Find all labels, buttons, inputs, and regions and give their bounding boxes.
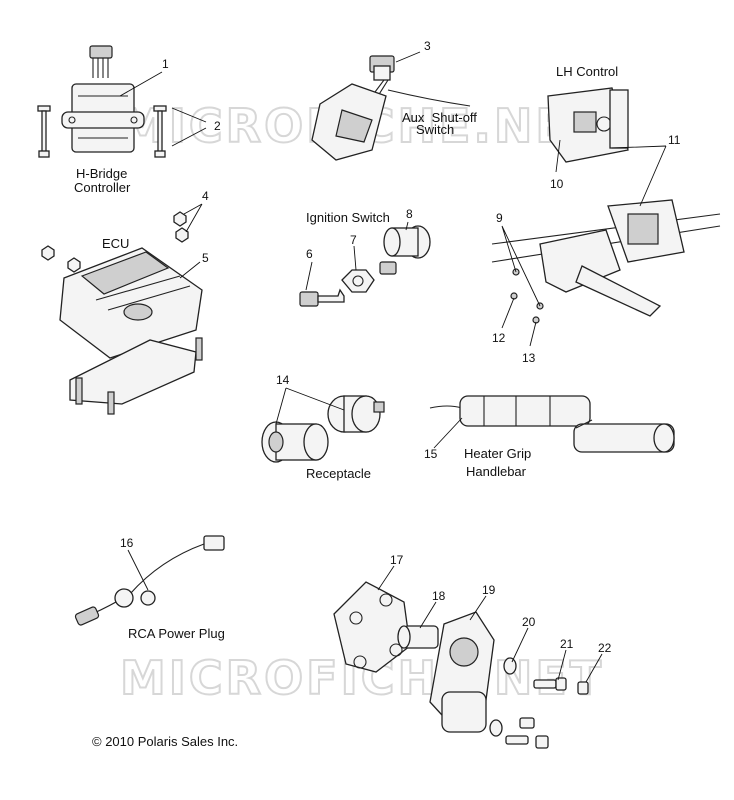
label-receptacle: Receptacle	[306, 466, 371, 481]
callout-20: 20	[522, 615, 536, 629]
callout-13: 13	[522, 351, 536, 365]
label-aux-shutoff-line1: Aux Shut-off	[402, 110, 477, 125]
receptacle	[261, 395, 385, 463]
callout-2: 2	[214, 119, 221, 133]
label-ecu: ECU	[102, 236, 129, 251]
callout-6: 6	[306, 247, 313, 261]
callout-1: 1	[162, 57, 169, 71]
callout-14: 14	[276, 373, 290, 387]
callout-19: 19	[482, 583, 496, 597]
lh-control	[547, 87, 629, 163]
label-rca-power-plug: RCA Power Plug	[128, 626, 225, 641]
label-aux-shutoff-line2: Switch	[416, 122, 454, 137]
nuts	[41, 211, 189, 273]
callout-16: 16	[120, 536, 134, 550]
motor	[429, 611, 495, 733]
callout-7: 7	[350, 233, 357, 247]
label-heater-grip-line2: Handlebar	[466, 464, 527, 479]
callout-15: 15	[424, 447, 438, 461]
motor-shaft	[397, 625, 439, 649]
callout-3: 3	[424, 39, 431, 53]
label-h-bridge-line2: Controller	[74, 180, 131, 195]
ignition-key	[299, 288, 345, 307]
callout-5: 5	[202, 251, 209, 265]
callout-18: 18	[432, 589, 446, 603]
ecu	[59, 247, 203, 415]
callout-12: 12	[492, 331, 506, 345]
ignition-barrel	[379, 225, 431, 275]
callout-4: 4	[202, 189, 209, 203]
ignition-nut	[341, 269, 375, 293]
label-heater-grip-line1: Heater Grip	[464, 446, 531, 461]
callout-22: 22	[598, 641, 612, 655]
h-bridge-controller	[61, 45, 145, 153]
callout-11: 11	[668, 133, 681, 147]
handlebar-control-assembly	[491, 199, 721, 324]
callout-10: 10	[550, 177, 564, 191]
label-ignition-switch: Ignition Switch	[306, 210, 390, 225]
callout-17: 17	[390, 553, 404, 567]
aux-shutoff-switch	[311, 55, 471, 161]
copyright: © 2010 Polaris Sales Inc.	[92, 734, 238, 749]
label-lh-control: LH Control	[556, 64, 618, 79]
rca-power-plug	[74, 535, 225, 626]
washers-and-bolts	[489, 657, 589, 749]
label-h-bridge-line1: H-Bridge	[76, 166, 127, 181]
callout-8: 8	[406, 207, 413, 221]
callout-leaders	[119, 51, 667, 683]
callout-21: 21	[560, 637, 574, 651]
callout-9: 9	[496, 211, 503, 225]
heater-grip	[429, 395, 675, 453]
h-bridge-bolts	[37, 105, 167, 158]
